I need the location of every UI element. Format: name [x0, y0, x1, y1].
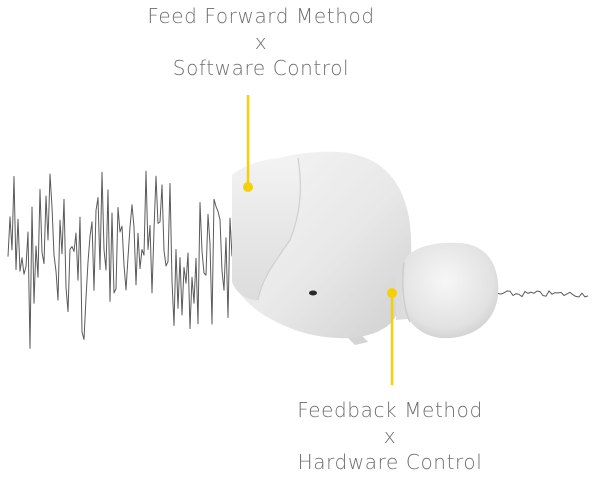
residual-waveform-icon — [497, 290, 589, 298]
feedforward-label: Feed Forward Method x Software Control — [96, 6, 426, 84]
earbud-illustration — [232, 151, 499, 345]
feedforward-label-line3: Software Control — [172, 56, 350, 80]
feedforward-mic-marker — [243, 95, 253, 192]
feedforward-label-line2: x — [254, 30, 268, 54]
feedback-label-line2: x — [383, 424, 397, 448]
feedback-label-line3: Hardware Control — [297, 450, 483, 474]
noise-waveform-icon — [7, 170, 233, 349]
feedforward-label-line1: Feed Forward Method — [147, 4, 375, 28]
feedback-label: Feedback Method x Hardware Control — [260, 400, 520, 477]
feedback-label-line1: Feedback Method — [297, 398, 483, 422]
feedback-mic-marker — [387, 288, 397, 385]
